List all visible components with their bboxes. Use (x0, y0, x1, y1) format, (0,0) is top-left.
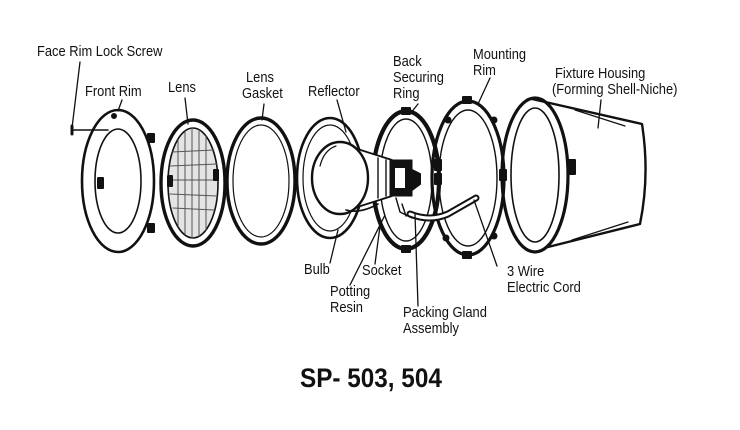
label-fixture-housing-line2: (Forming Shell-Niche) (552, 81, 678, 98)
label-mounting-rim-line1: Mounting (473, 46, 527, 63)
label-front-rim: Front Rim (85, 83, 142, 100)
label-reflector: Reflector (308, 83, 360, 100)
face-rim-lock-screw (70, 124, 109, 136)
label-socket: Socket (362, 262, 402, 279)
label-back-securing-ring-line1: Back (393, 53, 422, 70)
label-potting-resin-line1: Potting (330, 283, 371, 300)
label-electric-cord-line1: 3 Wire (507, 263, 545, 280)
label-lens-gasket-line1: Lens (246, 69, 274, 86)
label-fixture-housing-line1: Fixture Housing (555, 65, 646, 82)
fixture-housing (500, 96, 647, 254)
lens (159, 118, 227, 248)
label-face-rim-lock-screw: Face Rim Lock Screw (37, 43, 163, 60)
label-lens-gasket-line2: Gasket (242, 85, 283, 102)
front-rim (80, 108, 156, 254)
label-mounting-rim-line2: Rim (473, 62, 496, 79)
label-potting-resin-line2: Resin (330, 299, 363, 316)
model-number: SP- 503, 504 (300, 363, 442, 393)
label-back-securing-ring-line3: Ring (393, 85, 420, 102)
label-packing-gland-line2: Assembly (403, 320, 459, 337)
label-bulb: Bulb (304, 261, 330, 278)
electric-cord (406, 194, 480, 222)
lens-gasket (225, 116, 297, 246)
bulb-socket-assembly (310, 140, 421, 219)
leader-lines (71, 61, 602, 307)
mounting-rim (430, 96, 507, 259)
label-electric-cord-line2: Electric Cord (507, 279, 581, 296)
label-lens: Lens (168, 79, 196, 96)
label-back-securing-ring-line2: Securing (393, 69, 444, 86)
label-packing-gland-line1: Packing Gland (403, 304, 487, 321)
